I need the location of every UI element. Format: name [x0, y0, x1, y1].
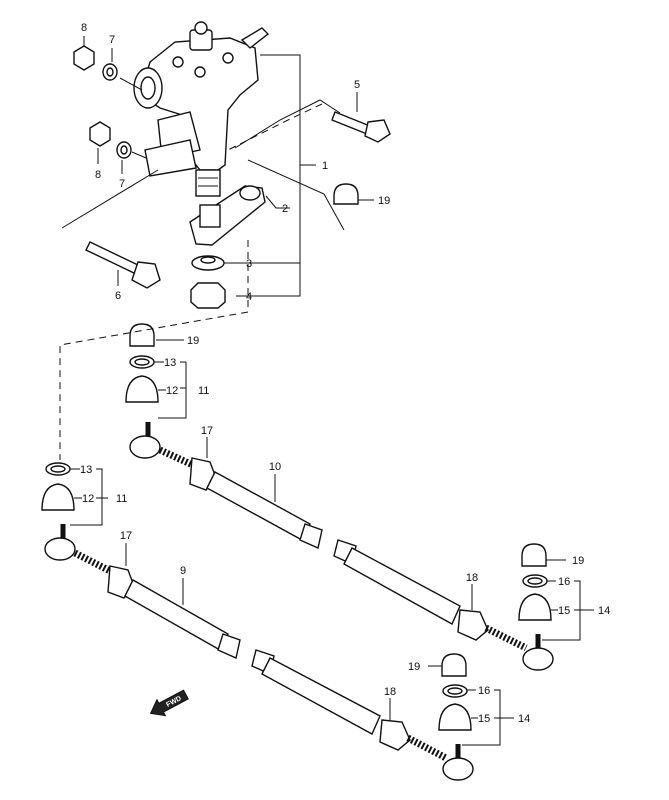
callout-1: 1: [322, 160, 328, 172]
bolt-5: [331, 111, 391, 143]
callout-19: 19: [378, 195, 390, 207]
forward-direction-arrow: FWD: [149, 689, 189, 717]
dust-boot-15-b: [438, 703, 472, 731]
leader-lines: [61, 36, 594, 746]
callout-11: 11: [198, 385, 209, 397]
callout-7: 7: [119, 178, 125, 190]
pitman-arm: [189, 185, 266, 246]
callout-17: 17: [201, 425, 213, 437]
callout-14: 14: [518, 713, 530, 725]
callout-13: 13: [164, 357, 176, 369]
tie-rod-assembly-9: [44, 524, 474, 781]
callout-12: 12: [166, 385, 178, 397]
pitman-nut: [190, 282, 226, 309]
callout-5: 5: [354, 79, 360, 91]
cap-nut-19-c: [521, 543, 547, 567]
callout-13: 13: [80, 464, 92, 476]
callout-labels: 8 7 8 7 5 1 2 19 3 4 6 19 13 12 11 17 10…: [80, 22, 610, 725]
callout-12: 12: [82, 493, 94, 505]
callout-8: 8: [95, 169, 101, 181]
cap-nut-19-d: [441, 653, 467, 677]
callout-8: 8: [81, 22, 87, 34]
callout-7: 7: [109, 34, 115, 46]
nut-8-lower: [89, 121, 111, 147]
callout-18: 18: [466, 572, 478, 584]
callout-6: 6: [115, 290, 121, 302]
callout-17: 17: [120, 530, 132, 542]
callout-4: 4: [246, 291, 252, 303]
callout-15: 15: [478, 713, 490, 725]
callout-16: 16: [478, 685, 490, 697]
callout-10: 10: [269, 461, 281, 473]
cap-nut-19-a: [333, 183, 359, 205]
callout-3: 3: [246, 258, 252, 270]
nut-8-upper: [73, 45, 95, 71]
callout-18: 18: [384, 686, 396, 698]
dashed-guides: [59, 103, 323, 460]
callout-16: 16: [558, 576, 570, 588]
dust-boot-12-a: [125, 375, 159, 403]
tie-rod-assembly-10: [129, 422, 554, 671]
callout-2: 2: [282, 203, 288, 215]
bolt-6: [85, 241, 161, 289]
cap-nut-19-b: [129, 323, 155, 347]
callout-19: 19: [187, 335, 199, 347]
dust-boot-12-b: [41, 483, 75, 511]
callout-9: 9: [180, 565, 186, 577]
dust-boot-15-a: [518, 593, 552, 621]
callout-19: 19: [572, 555, 584, 567]
arrow-icon: [149, 689, 189, 717]
callout-14: 14: [598, 605, 610, 617]
steering-gear-box: [133, 21, 270, 197]
callout-15: 15: [558, 605, 570, 617]
lock-washer-hole: [200, 256, 216, 264]
callout-11: 11: [116, 493, 127, 505]
callout-19: 19: [408, 661, 420, 673]
